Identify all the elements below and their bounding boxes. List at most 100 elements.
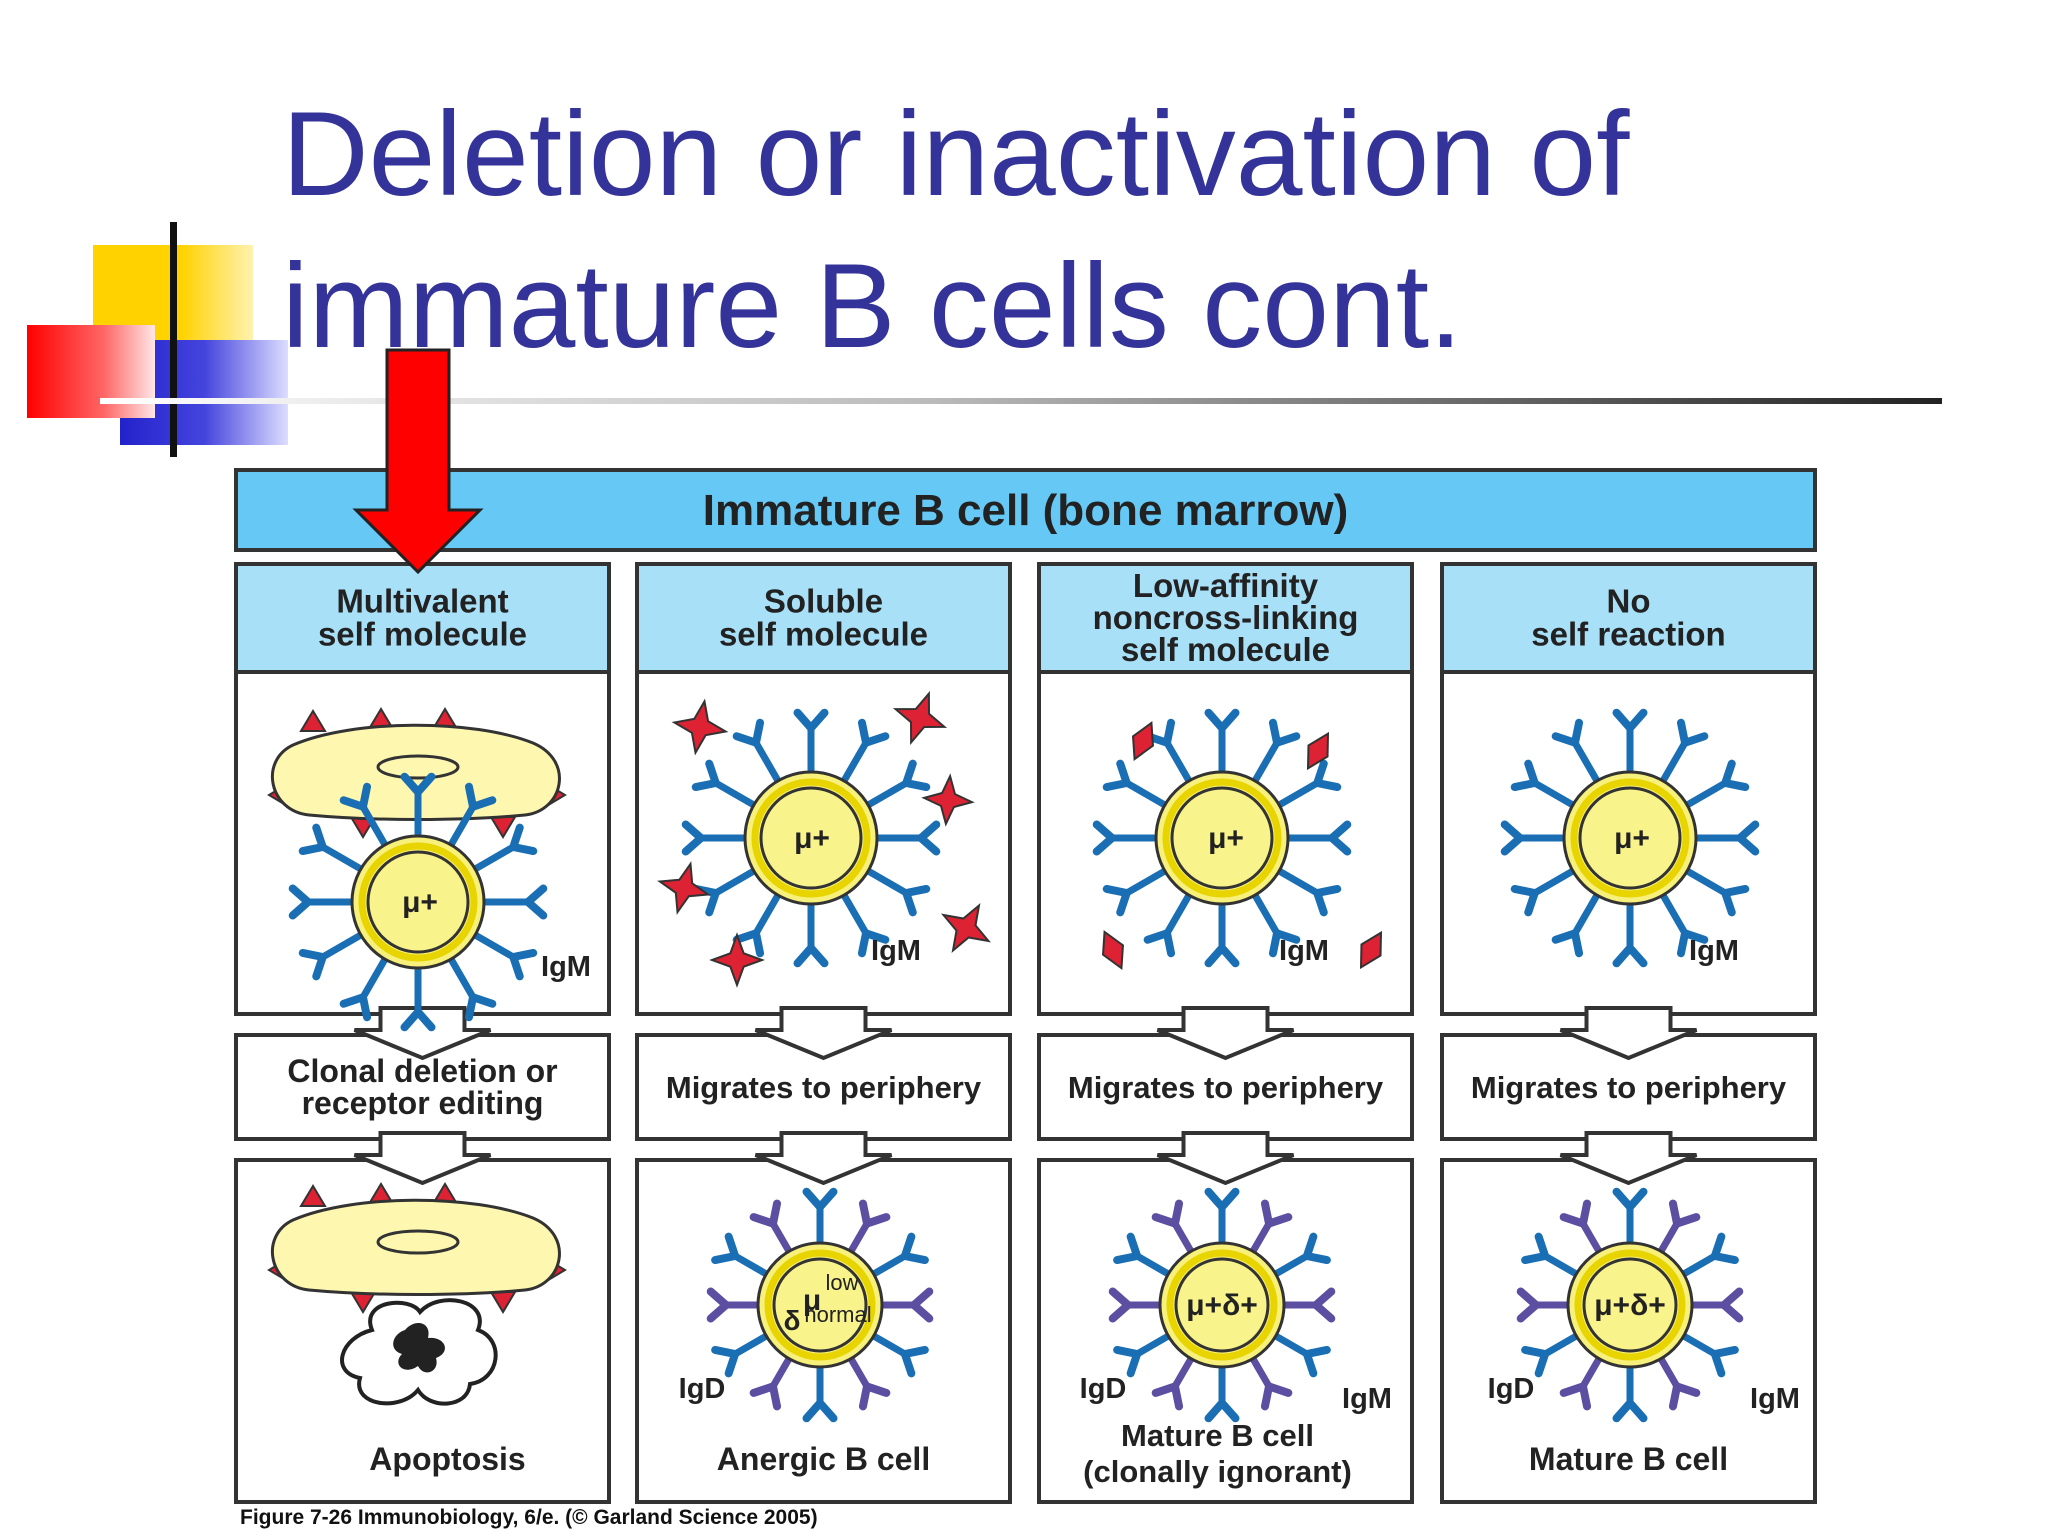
igm-receptor: [681, 820, 751, 856]
igm-label: IgM: [871, 935, 921, 967]
igm-receptor: [1678, 1331, 1739, 1378]
igm-receptor: [862, 759, 931, 810]
slide-title-line2: immature B cells cont.: [282, 239, 1463, 373]
igm-receptor: [1658, 889, 1709, 958]
down-connector-arrow: [1559, 1006, 1698, 1061]
soluble-antigen: [1359, 930, 1383, 970]
igd-label: IgD: [679, 1373, 726, 1405]
result-text: (clonally ignorant): [1083, 1454, 1352, 1489]
igm-receptor: [1102, 866, 1171, 917]
igm-receptor: [1204, 1361, 1240, 1423]
outcome-text: Migrates to periphery: [1068, 1070, 1384, 1105]
condition-text: No: [1607, 583, 1651, 620]
cell-marker-label: μ+δ+: [1186, 1289, 1258, 1322]
igm-label: IgM: [1750, 1383, 1800, 1415]
cell-nucleus: [1578, 786, 1682, 890]
cell-marker-label: μ+: [402, 886, 438, 919]
cell-marker-label: normal: [804, 1302, 871, 1327]
condition-text: Low-affinity: [1133, 567, 1319, 604]
outcome-text: receptor editing: [302, 1085, 544, 1121]
condition-text: noncross-linking: [1093, 599, 1359, 636]
anergic-b-cell: [706, 1187, 934, 1423]
condition-text: Soluble: [764, 583, 883, 620]
cell-ring: [1162, 778, 1282, 898]
igm-receptor: [691, 759, 760, 810]
igm-receptor: [839, 889, 890, 958]
ornament-vertical-bar: [170, 222, 177, 457]
slide-title-line1: Deletion or inactivation of: [282, 87, 1630, 221]
cell-marker-label: μ+: [794, 822, 830, 855]
soluble-antigen: [709, 932, 765, 988]
igd-receptor: [876, 1287, 934, 1323]
condition-text: self molecule: [1121, 631, 1330, 668]
header-text: Immature B cell (bone marrow): [703, 486, 1348, 535]
igm-receptor: [871, 820, 941, 856]
igm-receptor: [1551, 889, 1602, 958]
igm-receptor: [1204, 898, 1240, 968]
igd-label: IgD: [1488, 1373, 1535, 1405]
igd-receptor: [749, 1353, 794, 1411]
result-text: Mature B cell: [1121, 1418, 1314, 1453]
membrane-antigen: [299, 1184, 327, 1207]
igm-receptor: [1092, 820, 1162, 856]
self-cell-body: [270, 1198, 561, 1296]
cell-marker-label: μ: [803, 1284, 821, 1317]
igm-receptor: [339, 953, 390, 1022]
igd-receptor: [846, 1199, 891, 1257]
igm-receptor: [446, 782, 497, 851]
igm-receptor: [288, 884, 358, 920]
cell-nucleus: [366, 850, 470, 954]
down-connector-arrow: [353, 1006, 492, 1061]
igm-receptor: [1204, 708, 1240, 778]
igd-receptor: [1559, 1353, 1604, 1411]
cell-marker-label: low: [825, 1270, 858, 1295]
igm-receptor: [1612, 1187, 1648, 1249]
down-connector-arrow: [1156, 1131, 1295, 1186]
igd-receptor: [1248, 1199, 1293, 1257]
igd-receptor: [1151, 1353, 1196, 1411]
soluble-antigen: [671, 698, 729, 756]
igm-receptor: [868, 1232, 929, 1279]
igm-receptor: [1612, 708, 1648, 778]
outcome-text: Migrates to periphery: [1471, 1070, 1787, 1105]
soluble-antigen: [657, 861, 711, 915]
igm-receptor: [732, 889, 783, 958]
cell-ring: [1570, 778, 1690, 898]
igd-receptor: [1108, 1287, 1166, 1323]
igm-receptor: [446, 953, 497, 1022]
igm-receptor: [711, 1331, 772, 1378]
igm-receptor: [1681, 759, 1750, 810]
igm-receptor: [1551, 718, 1602, 787]
igm-receptor: [793, 898, 829, 968]
igm-receptor: [1273, 866, 1342, 917]
igd-receptor: [1656, 1199, 1701, 1257]
self-cell-membrane: [267, 1182, 567, 1314]
igd-receptor: [1151, 1199, 1196, 1257]
igm-receptor: [1113, 1232, 1174, 1279]
soluble-antigen: [1306, 731, 1330, 771]
igd-receptor: [1686, 1287, 1744, 1323]
down-connector-arrow: [1156, 1006, 1295, 1061]
immature-b-cell: [1092, 708, 1352, 968]
cell-ring: [358, 842, 478, 962]
igm-receptor: [1250, 889, 1301, 958]
membrane-antigen: [299, 709, 327, 732]
condition-text: Multivalent: [336, 583, 508, 620]
condition-text: self reaction: [1531, 616, 1725, 653]
cell-ring: [1166, 1249, 1278, 1361]
igd-receptor: [1248, 1353, 1293, 1411]
self-cell-body: [270, 723, 561, 821]
immature-b-cell: [681, 708, 941, 968]
igm-receptor: [400, 962, 436, 1032]
igm-receptor: [478, 884, 548, 920]
cell-marker-label: μ+: [1208, 822, 1244, 855]
igm-receptor: [400, 772, 436, 842]
immature-b-cell: [288, 772, 548, 1032]
condition-box: [234, 562, 611, 674]
condition-text: self molecule: [719, 616, 928, 653]
slide-ornament: [27, 222, 288, 457]
igm-receptor: [1510, 866, 1579, 917]
igm-receptor: [1612, 898, 1648, 968]
igm-receptor: [469, 930, 538, 981]
red-pointer-arrow: [352, 348, 484, 575]
